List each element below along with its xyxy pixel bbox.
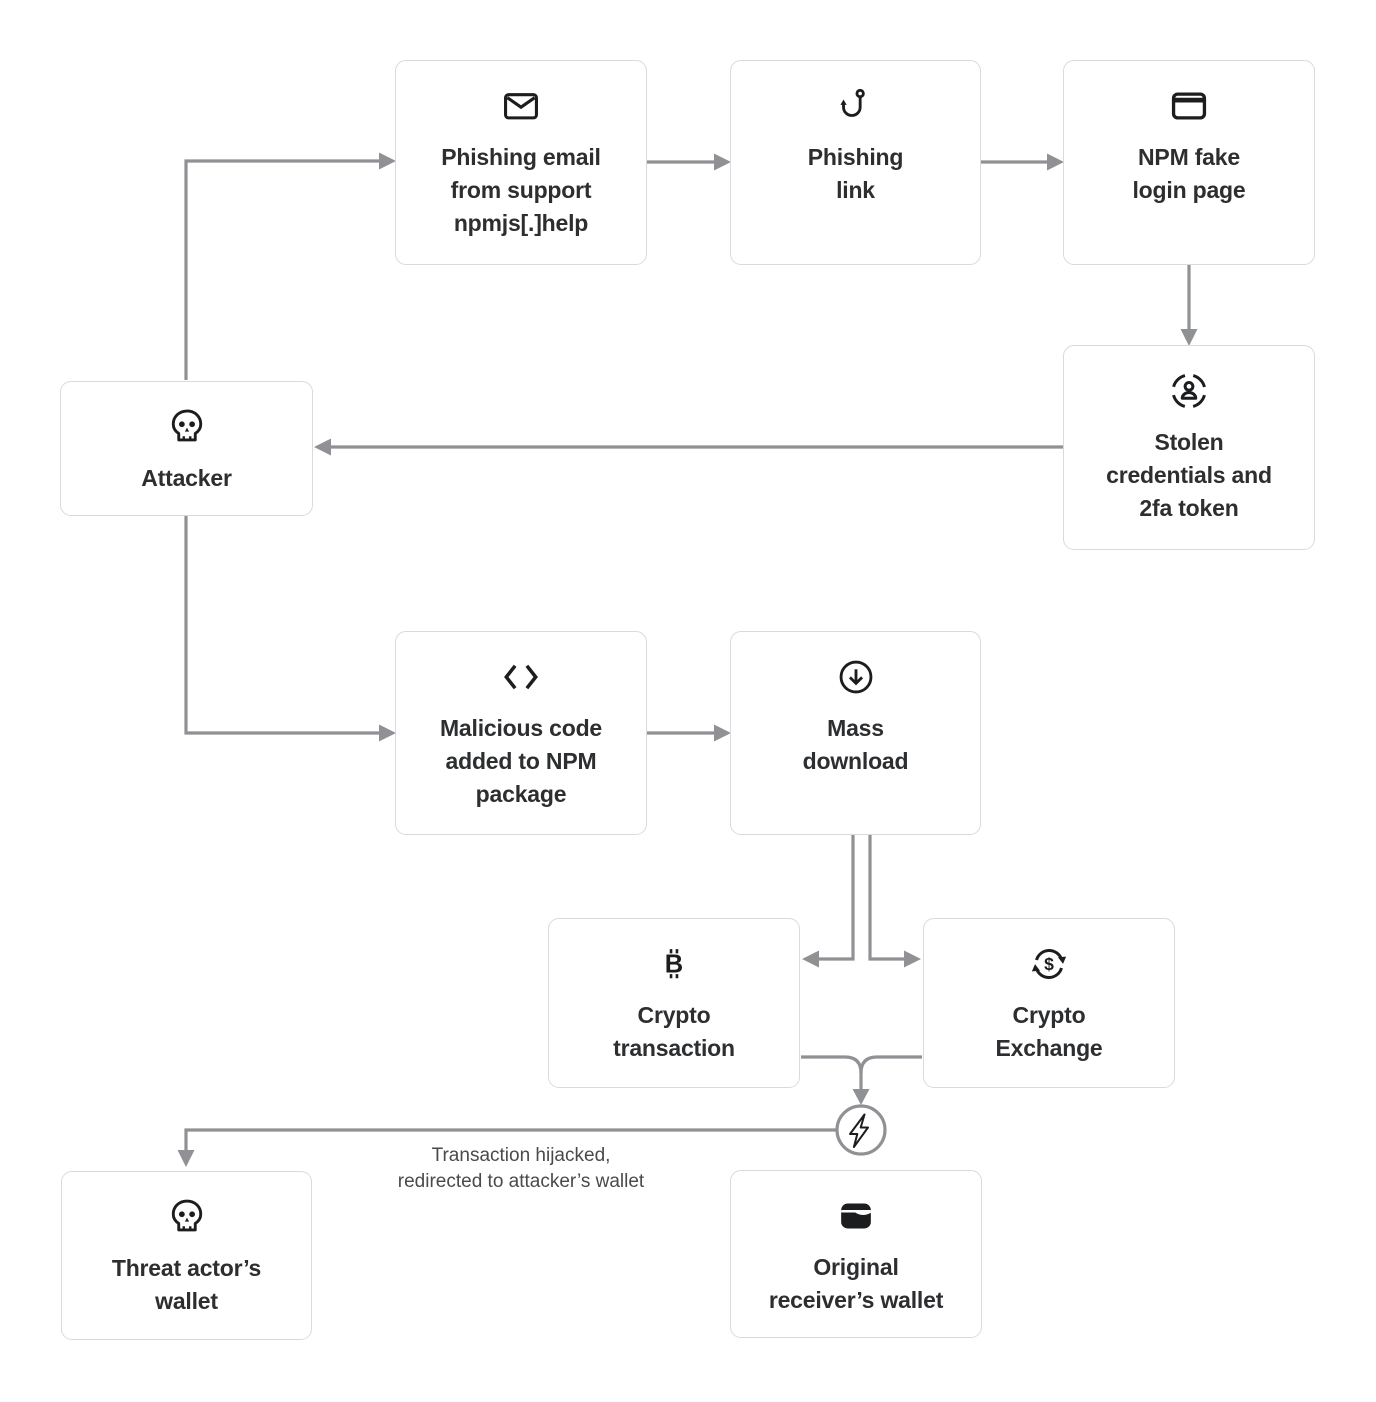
node-label: Original receiver’s wallet (768, 1254, 944, 1313)
edge-badge-to-threat-actor-wallet (184, 1128, 837, 1150)
node-label: Phishing link (807, 144, 904, 203)
edge-crypto-transaction-to-badge (801, 1055, 863, 1089)
hijack-annotation: Transaction hijacked, redirected to atta… (340, 1143, 702, 1195)
edge-attacker-to-malicious-code (184, 515, 380, 735)
bitcoin-icon: B (655, 944, 693, 984)
wallet-icon (837, 1196, 875, 1236)
node-label: Crypto Exchange (995, 1002, 1103, 1061)
edge-attacker-to-phishing-email (184, 159, 380, 380)
node-attacker: Attacker (60, 381, 313, 516)
node-crypto-transaction: B Crypto transaction (548, 918, 800, 1088)
node-label: Stolen credentials and 2fa token (1106, 429, 1272, 521)
edge-mass-download-to-crypto-transaction (818, 834, 855, 961)
edge-mass-download-to-crypto-exchange (868, 834, 905, 961)
edge-crypto-exchange-to-badge (859, 1055, 922, 1074)
currency-exchange-icon: $ (1029, 944, 1069, 984)
node-mass-download: Mass download (730, 631, 981, 835)
user-focus-icon (1169, 371, 1209, 411)
skull-icon (167, 407, 207, 447)
node-phishing-email: Phishing email from support npmjs[.]help (395, 60, 647, 265)
lightning-icon (849, 1113, 869, 1148)
node-label: Mass download (802, 715, 909, 774)
node-threat-actor-wallet: Threat actor’s wallet (61, 1171, 312, 1340)
node-label: Phishing email from support npmjs[.]help (441, 144, 601, 236)
code-icon (501, 657, 541, 697)
node-label: NPM fake login page (1132, 144, 1246, 203)
arrowheads (177, 152, 1198, 1167)
fish-hook-icon (837, 86, 875, 126)
download-circle-icon (837, 657, 875, 697)
node-stolen-credentials: Stolen credentials and 2fa token (1063, 345, 1315, 550)
node-original-receiver-wallet: Original receiver’s wallet (730, 1170, 982, 1338)
node-npm-fake-login: NPM fake login page (1063, 60, 1315, 265)
node-label: Crypto transaction (613, 1002, 735, 1061)
browser-window-icon (1170, 86, 1208, 126)
hijack-annotation-line2: redirected to attacker’s wallet (397, 1171, 645, 1192)
envelope-icon (502, 86, 540, 126)
svg-text:$: $ (1044, 954, 1054, 974)
node-malicious-code: Malicious code added to NPM package (395, 631, 647, 835)
node-label: Attacker (141, 465, 232, 491)
skull-icon (167, 1197, 207, 1237)
lightning-badge (835, 1104, 887, 1156)
node-phishing-link: Phishing link (730, 60, 981, 265)
node-label: Threat actor’s wallet (111, 1255, 262, 1314)
svg-text:B: B (665, 951, 683, 979)
node-label: Malicious code added to NPM package (439, 715, 603, 807)
hijack-annotation-line1: Transaction hijacked, (431, 1145, 611, 1166)
node-crypto-exchange: $ Crypto Exchange (923, 918, 1175, 1088)
